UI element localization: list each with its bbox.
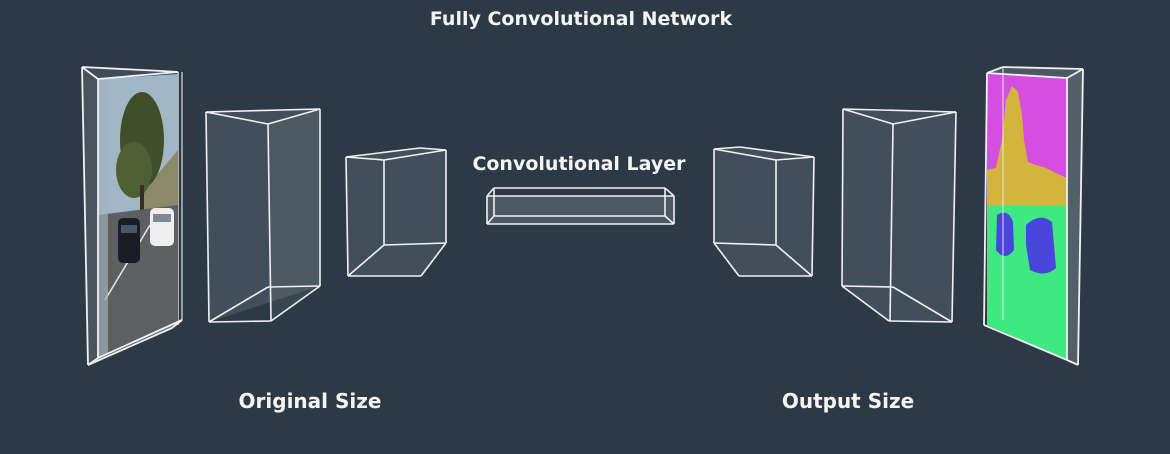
input-image-slab [81,66,183,366]
encoder-block-1 [205,108,321,323]
output-size-label: Output Size [781,389,915,413]
decoder-block-1 [713,146,815,277]
convolutional-layer-label: Convolutional Layer [472,153,686,175]
segmentation-map [987,73,1067,360]
output-segmentation-slab [983,66,1084,366]
original-size-label: Original Size [238,389,382,413]
road-scene-photo [98,74,178,358]
bottleneck-block [486,187,675,225]
decoder-block-2 [841,108,957,323]
encoder-block-2 [345,147,447,277]
diagram-title: Fully Convolutional Network [429,8,733,30]
